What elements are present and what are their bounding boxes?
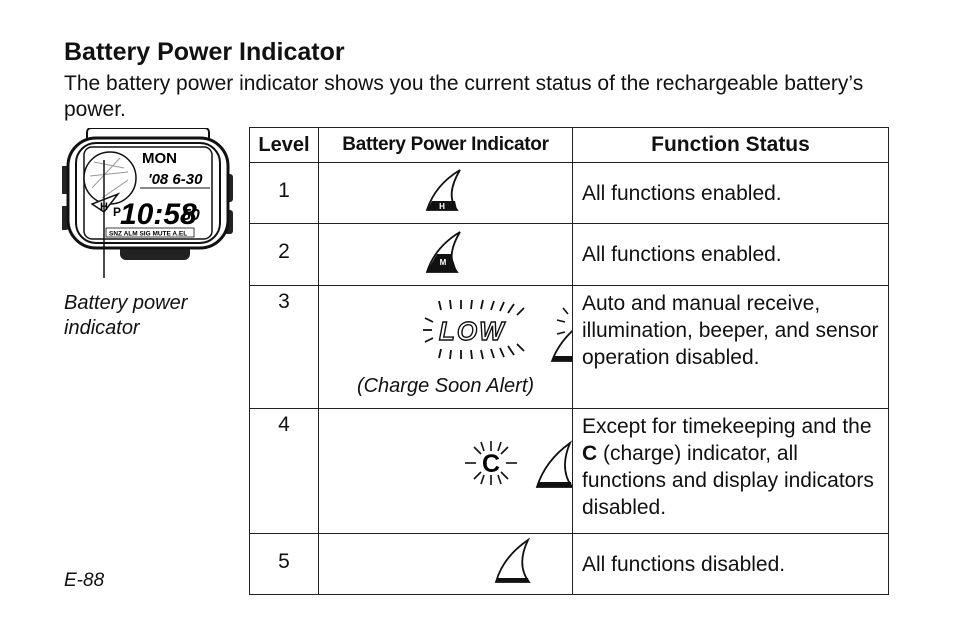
table-row: 1 H All functions enabled. [249,162,889,224]
table-row: 3 LOW [249,285,889,409]
low-text-indicator: LOW [439,316,506,346]
row-level: 1 [249,162,319,224]
row-status: All functions enabled. [572,162,889,224]
charge-c-label: C [582,442,598,465]
watch-button-labels: SNZ ALM SIG MUTE A.EL [109,231,187,238]
row-status: All functions enabled. [572,223,889,286]
watch-illustration: MON '08 6-30 H P 10:58 50 SNZ ALM SIG MU… [62,128,233,278]
row-status: Auto and manual receive, illumination, b… [572,285,889,409]
battery-empty-icon [494,537,531,583]
table-row: 5 All functions disabled. [249,533,889,595]
watch-time-readout: 10:58 [120,198,197,231]
watch-day-readout: MON [142,150,177,167]
indicator-letter: H [439,202,445,211]
watch-pm-marker: P [113,205,121,219]
row-level: 4 [249,408,319,534]
intro-paragraph: The battery power indicator shows you th… [64,72,864,121]
row-status: Except for timekeeping and the C (charge… [572,408,889,534]
status-column-header: Function Status [572,127,889,163]
row-indicator: LOW L (Charge Soon Alert) [318,285,597,409]
charge-soon-alert-caption: (Charge Soon Alert) [356,375,535,397]
table-header-row: Level Battery Power Indicator Function S… [249,127,889,163]
watch-seconds-readout: 50 [182,207,200,224]
row-level: 2 [249,223,319,286]
page-title: Battery Power Indicator [64,38,345,66]
row-level: 3 [249,285,319,409]
battery-level-h-icon: H [425,169,461,211]
row-status: All functions disabled. [572,533,889,595]
watch-date-readout: '08 6-30 [148,171,203,188]
indicator-column-header: Battery Power Indicator [318,127,573,163]
table-row: 2 M All functions enabled. [249,223,889,286]
charge-c-indicator: C [482,450,500,478]
battery-level-m-icon: M [425,231,461,273]
row-indicator [318,533,573,595]
status-text-end: (charge) indicator, all functions and di… [582,442,874,519]
level-column-header: Level [249,127,319,163]
table-row: 4 C Except for timekeeping and the C (ch… [249,408,889,534]
row-indicator: C [318,408,574,534]
battery-level-table: Level Battery Power Indicator Function S… [249,127,889,595]
charge-indicator-icon: C [465,440,574,488]
indicator-letter: M [440,258,447,267]
page-number: E-88 [64,570,105,591]
row-level: 5 [249,533,319,595]
status-text-start: Except for timekeeping and the [582,415,872,438]
row-indicator: M [318,223,573,286]
row-indicator: H [318,162,573,224]
battery-indicator-callout: Battery power indicator [64,292,188,339]
